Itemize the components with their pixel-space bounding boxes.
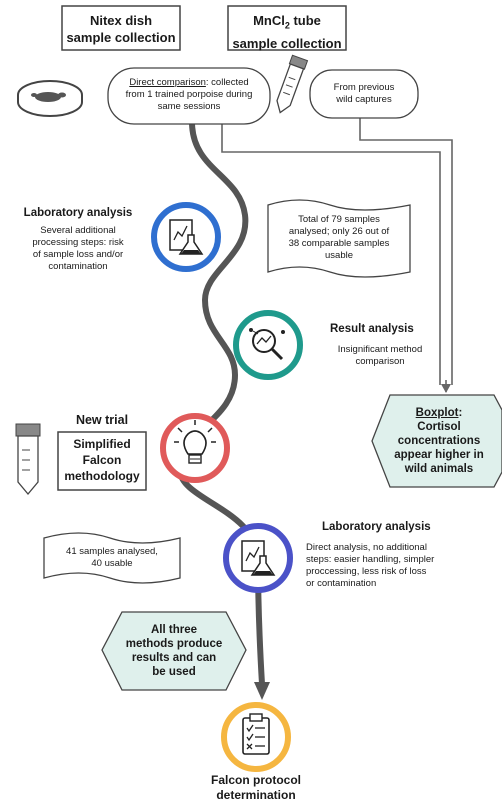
lab-report-icon-2 <box>223 523 293 593</box>
lab1-line: contamination <box>48 261 108 272</box>
direct-comparison-underline: Direct comparison <box>129 77 206 88</box>
direct-comparison-line3: same sessions <box>157 101 221 112</box>
all-three-line: All three <box>150 624 197 636</box>
result-title: Result analysis <box>330 323 414 335</box>
direct-comparison-box <box>107 67 271 125</box>
lab2-line: Direct analysis, no additional <box>306 542 427 553</box>
mncl-subscript: 2 <box>284 20 290 31</box>
falcon-line: Simplified <box>73 437 131 451</box>
direct-comparison-line2: from 1 trained porpoise during <box>125 89 253 100</box>
direct-comparison-text: Direct comparison: collected from 1 trai… <box>110 77 268 113</box>
total-note-line: 38 comparable samples <box>288 238 390 249</box>
boxplot-line: wild animals <box>404 463 474 475</box>
nitex-line1: Nitex dish <box>89 13 153 28</box>
nitex-title: Nitex dish sample collection <box>62 12 180 46</box>
boxplot-colon: : <box>458 407 463 419</box>
previous-box <box>309 69 419 119</box>
result-line: Insignificant method <box>337 344 423 355</box>
lab2-line: steps: easier handling, simpler <box>306 554 435 565</box>
lightbulb-icon <box>160 413 230 483</box>
lab1-line: processing steps: risk <box>32 237 124 248</box>
direct-comparison-rest: : collected <box>205 77 249 88</box>
falcon-box-text: Simplified Falcon methodology <box>58 436 146 484</box>
previous-line2: wild captures <box>336 94 392 105</box>
connector-line-previous <box>359 118 453 385</box>
total-note-line: Total of 79 samples <box>298 214 380 225</box>
total-note-text: Total of 79 samples analysed; only 26 ou… <box>270 214 408 262</box>
lab2-line: or contamination <box>306 578 377 589</box>
all-three-line: methods produce <box>125 638 223 650</box>
lab1-line: Several additional <box>40 225 116 236</box>
tube-icon-top <box>276 54 309 114</box>
mncl-title: MnCl2 tube sample collection <box>228 12 346 52</box>
total-note-line: analysed; only 26 out of <box>288 226 390 237</box>
boxplot-underline: Boxplot <box>415 407 459 419</box>
tube-icon-middle <box>15 423 41 496</box>
final-line: Falcon protocol <box>211 773 301 787</box>
lab1-title: Laboratory analysis <box>23 207 133 219</box>
mncl-line1: MnCl2 tube <box>228 12 346 35</box>
clipboard-checklist-icon <box>221 702 291 772</box>
result-line: comparison <box>355 356 405 367</box>
nitex-box <box>61 5 181 51</box>
lab1-text: Several additional processing steps: ris… <box>10 225 146 273</box>
result-text: Insignificant method comparison <box>320 344 440 368</box>
path-arrowhead <box>254 682 270 700</box>
samples-note-line: 40 usable <box>91 558 133 569</box>
samples-note-text: 41 samples analysed, 40 usable <box>46 546 178 570</box>
boxplot-line: concentrations <box>397 435 481 447</box>
lab2-text: Direct analysis, no additional steps: ea… <box>306 542 496 590</box>
boxplot-line: Cortisol <box>417 421 461 433</box>
boxplot-line: appear higher in <box>394 449 484 461</box>
previous-text: From previous wild captures <box>312 82 416 106</box>
falcon-line: methodology <box>64 469 140 483</box>
samples-note-banner <box>43 532 181 584</box>
mncl-suffix: tube <box>289 13 321 28</box>
falcon-box <box>57 431 147 491</box>
lab1-line: of sample loss and/or <box>32 249 124 260</box>
final-line: determination <box>216 788 296 802</box>
total-note-line: usable <box>325 250 353 261</box>
connector-line-direct <box>221 122 441 385</box>
boxplot-hexagon <box>371 394 502 488</box>
magnify-chart-icon <box>233 310 303 380</box>
petri-dish-icon <box>17 80 83 117</box>
lab2-title: Laboratory analysis <box>322 521 431 533</box>
nitex-line2: sample collection <box>66 30 176 45</box>
all-three-line: results and can <box>131 652 217 664</box>
mncl-prefix: MnCl <box>253 13 285 28</box>
previous-line1: From previous <box>333 82 395 93</box>
all-three-hexagon <box>101 611 247 691</box>
samples-note-line: 41 samples analysed, <box>66 546 158 557</box>
lab-report-icon-1 <box>151 202 221 272</box>
mncl-box <box>227 5 347 51</box>
total-note-banner <box>267 199 411 278</box>
falcon-line: Falcon <box>82 453 122 467</box>
boxplot-text: Boxplot: Cortisol concentrations appear … <box>380 398 498 484</box>
all-three-text: All three methods produce results and ca… <box>112 616 236 686</box>
final-text: Falcon protocol determination <box>176 773 336 803</box>
lab2-line: proccessing, less risk of loss <box>306 566 427 577</box>
all-three-line: be used <box>152 666 196 678</box>
mncl-line2: sample collection <box>232 35 342 51</box>
new-trial-title: New trial <box>75 413 129 427</box>
